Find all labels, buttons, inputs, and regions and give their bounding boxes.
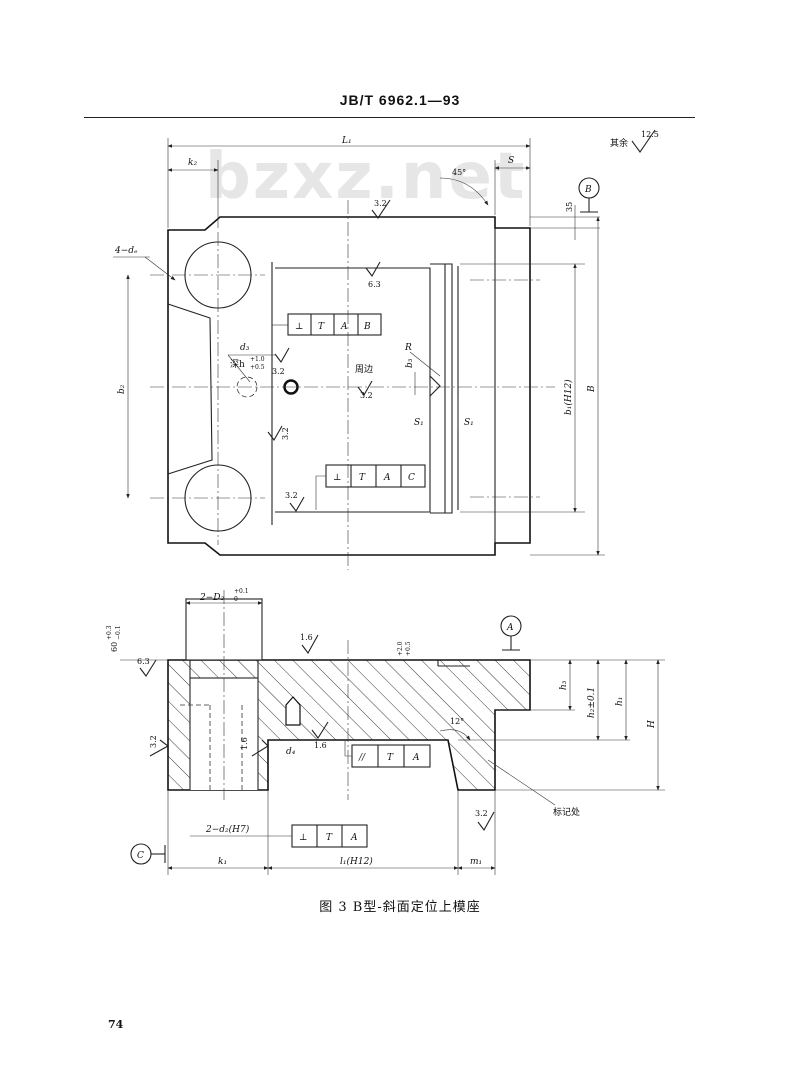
roughness-front-1.6b: 1.6 xyxy=(240,737,249,750)
fcf-parallel-A: // T A xyxy=(351,744,431,768)
roughness-top-3.2b: 3.2 xyxy=(272,367,285,376)
dim-b3: b₃ xyxy=(405,358,415,368)
dim-60-tol-upper: +0.3 xyxy=(106,625,113,640)
watermark: bzxz.net xyxy=(205,140,527,214)
svg-text:⊥: ⊥ xyxy=(295,322,303,332)
roughness-other-label: 其余 xyxy=(610,137,628,149)
top-view-cavity xyxy=(271,262,431,525)
svg-text:A: A xyxy=(350,833,358,843)
dim-B: B xyxy=(587,385,597,393)
svg-text://: // xyxy=(358,753,366,763)
fcf-perp-AC: ⊥ T A C xyxy=(325,464,426,488)
svg-text:T: T xyxy=(326,833,333,843)
note-perimeter: 周边 xyxy=(355,364,373,375)
roughness-top-6.3: 6.3 xyxy=(368,280,381,289)
top-view-left-recess xyxy=(167,303,213,475)
note-depth-tol-lower: +0.5 xyxy=(250,364,265,371)
dim-k1: k₁ xyxy=(218,857,227,867)
dim-h2: h₂±0.1 xyxy=(587,687,597,718)
dim-60-tol-lower: −0.1 xyxy=(115,625,122,640)
dim-h4-tol-lower: +0.5 xyxy=(405,641,412,656)
roughness-top-3.2a: 3.2 xyxy=(374,199,387,208)
datum-B-label: B xyxy=(584,185,592,195)
roughness-front-1.6a: 1.6 xyxy=(300,633,313,642)
dim-12deg: 12° xyxy=(450,717,464,726)
fcf-perp-A: ⊥ T A xyxy=(291,824,368,848)
roughness-top-3.2c: 3.2 xyxy=(281,427,290,440)
dim-h4-tol-upper: +2.0 xyxy=(397,641,404,656)
svg-text:A: A xyxy=(412,753,420,763)
dim-holes: 4−dₑ xyxy=(114,246,138,256)
datum-C-label: C xyxy=(137,851,144,861)
dim-d4: d₄ xyxy=(286,747,296,757)
dim-2-D2-tol-lower: 0 xyxy=(234,596,238,603)
dim-k2: k₂ xyxy=(188,158,197,168)
dim-35: 35 xyxy=(565,202,574,212)
dim-2-D2-tol-upper: +0.1 xyxy=(234,588,249,595)
dim-m1: m₁ xyxy=(470,857,482,867)
locating-pin xyxy=(285,696,301,726)
dim-h3: h₃ xyxy=(559,680,569,690)
svg-text:T: T xyxy=(359,473,366,483)
dim-S1-left: S₁ xyxy=(414,418,424,428)
roughness-front-6.3: 6.3 xyxy=(137,657,150,666)
header-rule xyxy=(84,117,695,118)
top-view: L₁ k₂ S 45° B 35 其余 12.5 4−dₑ b₂ xyxy=(113,129,659,570)
dim-2-D2: 2−D₂ xyxy=(199,593,224,603)
svg-text:⊥: ⊥ xyxy=(333,473,341,483)
datum-A-label: A xyxy=(506,623,514,633)
note-d3: d₃ xyxy=(240,343,250,353)
dim-l1: l₁(H12) xyxy=(340,856,373,867)
dim-R: R xyxy=(404,343,412,353)
dim-L1: L₁ xyxy=(341,136,352,146)
figure-caption: 图 3 B型-斜面定位上模座 xyxy=(319,900,481,915)
dim-S: S xyxy=(508,156,514,166)
svg-text:A: A xyxy=(340,322,348,332)
roughness-other-value: 12.5 xyxy=(641,130,659,139)
note-depth-tol-upper: +1.0 xyxy=(250,356,265,363)
front-view: 2−D₂ +0.1 0 60 +0.3 −0.1 A +2.0 +0.5 h₃ … xyxy=(106,588,665,875)
roughness-front-3.2b: 3.2 xyxy=(475,809,488,818)
dim-b1: b₁(H12) xyxy=(563,379,574,415)
roughness-front-3.2a: 3.2 xyxy=(149,735,158,748)
top-view-slot-lines xyxy=(430,263,459,514)
svg-text:A: A xyxy=(383,473,391,483)
dim-45deg: 45° xyxy=(452,168,466,177)
standard-header: JB/T 6962.1—93 xyxy=(339,92,461,108)
mark-label: 标记处 xyxy=(553,806,580,818)
dim-S1-right: S₁ xyxy=(464,418,474,428)
top-view-outline xyxy=(167,216,531,556)
fcf-perp-AB: ⊥ T A B xyxy=(287,313,382,336)
svg-text:T: T xyxy=(318,322,325,332)
dim-H: H xyxy=(647,720,657,729)
dim-h1: h₁ xyxy=(615,697,625,706)
svg-text:B: B xyxy=(363,322,371,332)
roughness-top-3.2e: 3.2 xyxy=(360,391,373,400)
svg-text:C: C xyxy=(408,473,415,483)
svg-text:⊥: ⊥ xyxy=(299,833,307,843)
roughness-top-3.2d: 3.2 xyxy=(285,491,298,500)
dim-2-d2: 2−d₂(H7) xyxy=(205,824,250,835)
svg-text:T: T xyxy=(387,753,394,763)
dim-60: 60 xyxy=(110,642,119,652)
dim-b2: b₂ xyxy=(117,384,127,394)
note-depth: 深h xyxy=(230,359,245,370)
page-number: 74 xyxy=(108,1018,124,1031)
roughness-front-1.6c: 1.6 xyxy=(314,741,327,750)
